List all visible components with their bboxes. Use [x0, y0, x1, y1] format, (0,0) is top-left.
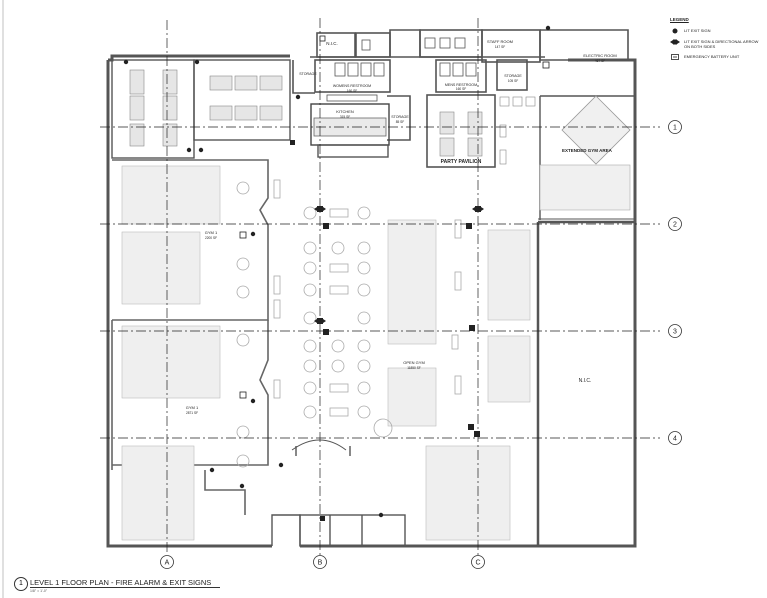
entry-vestibule	[271, 439, 406, 547]
room-area-staff-room: 147 SF	[495, 45, 505, 49]
grid-bubble-a	[160, 555, 174, 569]
legend-item: EMERGENCY BATTERY UNIT	[670, 54, 765, 60]
room-label-storage-3: STORAGE	[504, 74, 522, 78]
lit-exit-signs	[123, 25, 551, 518]
grid-bubble-2	[668, 217, 682, 231]
top-rooms-walls	[292, 29, 635, 168]
room-label-nic-top: N.I.C.	[326, 41, 338, 46]
emergency-battery-units	[239, 35, 550, 399]
legend-item-label: EMERGENCY BATTERY UNIT	[684, 54, 740, 59]
grid-label-4: 4	[673, 436, 677, 443]
grid-label-1: 1	[673, 125, 677, 132]
grid-bubble-b	[313, 555, 327, 569]
grid-bubble-1	[668, 120, 682, 134]
room-label-womens-restroom: WOMENS RESTROOM	[333, 84, 371, 88]
room-label-electric-room: ELECTRIC ROOM	[583, 53, 616, 58]
drawing-scale: 1/8" = 1'-0"	[30, 589, 48, 593]
lit-exit-sign-icon	[239, 483, 245, 489]
room-label-storage-2: STORAGE	[391, 115, 409, 119]
room-area-storage-3: 105 SF	[508, 79, 518, 83]
gym-courts	[121, 165, 531, 541]
room-label-open-gym: OPEN GYM	[403, 360, 425, 365]
lit-exit-sign-icon	[295, 94, 301, 100]
exit-sign-directional-icon	[290, 140, 295, 145]
lit-exit-sign-directional-icon	[670, 39, 680, 45]
exit-sign-directional-icon	[320, 516, 325, 521]
room-label-staff-room: STAFF ROOM	[487, 39, 513, 44]
room-label-nic-right: N.I.C.	[579, 378, 592, 384]
room-area-mens-restroom: 160 SF	[456, 87, 466, 91]
party-pavilion-tables	[439, 111, 483, 157]
grid-bubble-3	[668, 324, 682, 338]
exit-sign-directional-icon	[314, 318, 326, 324]
lit-exit-sign-icon	[194, 59, 200, 65]
exit-sign-directional-icon	[472, 206, 484, 212]
exit-sign-directional-icon	[474, 431, 480, 437]
room-label-mens-restroom: MENS RESTROOM	[445, 83, 477, 87]
party-tables-left	[129, 69, 283, 147]
room-area-electric-room: 467 SF	[595, 59, 605, 63]
grid-label-3: 3	[673, 329, 677, 336]
room-label-extended-gym: EXTENDED GYM AREA	[562, 148, 613, 153]
benches-top	[499, 96, 536, 165]
grid-bubble-4	[668, 431, 682, 445]
grid-label-a: A	[165, 560, 170, 567]
grid-label-b: B	[318, 560, 323, 567]
lit-exit-sign-icon	[250, 231, 256, 237]
kitchen-walls	[310, 103, 390, 158]
room-label-storage-1: STORAGE	[299, 72, 317, 76]
room-label-gym-1: GYM 1	[205, 230, 218, 235]
lit-exit-sign-icon	[209, 467, 215, 473]
restroom-fixtures	[326, 37, 477, 102]
legend-item: LIT EXIT SIGN & DIRECTIONAL ARROW ON BOT…	[670, 39, 765, 49]
legend-item: LIT EXIT SIGN	[670, 28, 765, 34]
lit-exit-sign-icon	[278, 462, 284, 468]
lit-exit-sign-icon	[123, 59, 129, 65]
grid-bubbles	[160, 120, 682, 569]
grid-lines	[100, 18, 660, 555]
drawing-title: LEVEL 1 FLOOR PLAN - FIRE ALARM & EXIT S…	[30, 578, 212, 587]
lit-exit-sign-icon	[670, 28, 680, 34]
lit-exit-sign-icon	[198, 147, 204, 153]
room-area-gym-1: 2200 SF	[205, 236, 217, 240]
drawing-title-underline	[30, 587, 220, 588]
exit-signs	[290, 140, 484, 521]
room-area-gym-2: 2871 SF	[186, 411, 198, 415]
room-area-open-gym: 11850 SF	[407, 366, 421, 370]
room-area-womens-restroom: 160 SF	[347, 89, 357, 93]
party-room-left	[111, 59, 291, 159]
exit-sign-directional-icon	[469, 325, 475, 331]
grid-label-2: 2	[673, 222, 677, 229]
exit-sign-directional-icon	[466, 223, 472, 229]
legend-title: LEGEND	[670, 17, 689, 22]
legend: LEGEND LIT EXIT SIGN LIT EXIT SIGN & DIR…	[670, 17, 765, 65]
exit-sign-directional-icon	[323, 329, 329, 335]
grid-bubble-c	[471, 555, 485, 569]
room-area-kitchen: 315 SF	[340, 115, 350, 119]
lit-exit-sign-icon	[186, 147, 192, 153]
legend-item-label: LIT EXIT SIGN	[684, 28, 711, 33]
room-label-gym-2: GYM 1	[186, 405, 199, 410]
room-label-party-pavilion: PARTY PAVILION	[441, 159, 482, 165]
room-label-kitchen: KITCHEN	[336, 109, 354, 114]
lit-exit-sign-icon	[378, 512, 384, 518]
grid-label-c: C	[475, 560, 480, 567]
nic-right-walls	[536, 220, 635, 546]
exit-sign-directional-icon	[314, 206, 326, 212]
legend-item-label: LIT EXIT SIGN & DIRECTIONAL ARROW ON BOT…	[684, 39, 759, 49]
drawing-number: 1	[14, 577, 28, 591]
exit-sign-directional-icon	[323, 223, 329, 229]
lit-exit-sign-icon	[545, 25, 551, 31]
open-gym-furniture	[236, 179, 462, 468]
emergency-battery-unit-icon	[670, 54, 680, 60]
room-area-storage-2: 85 SF	[396, 120, 405, 124]
exit-sign-directional-icon	[468, 424, 474, 430]
lit-exit-sign-icon	[250, 398, 256, 404]
extended-gym-area	[539, 95, 631, 220]
